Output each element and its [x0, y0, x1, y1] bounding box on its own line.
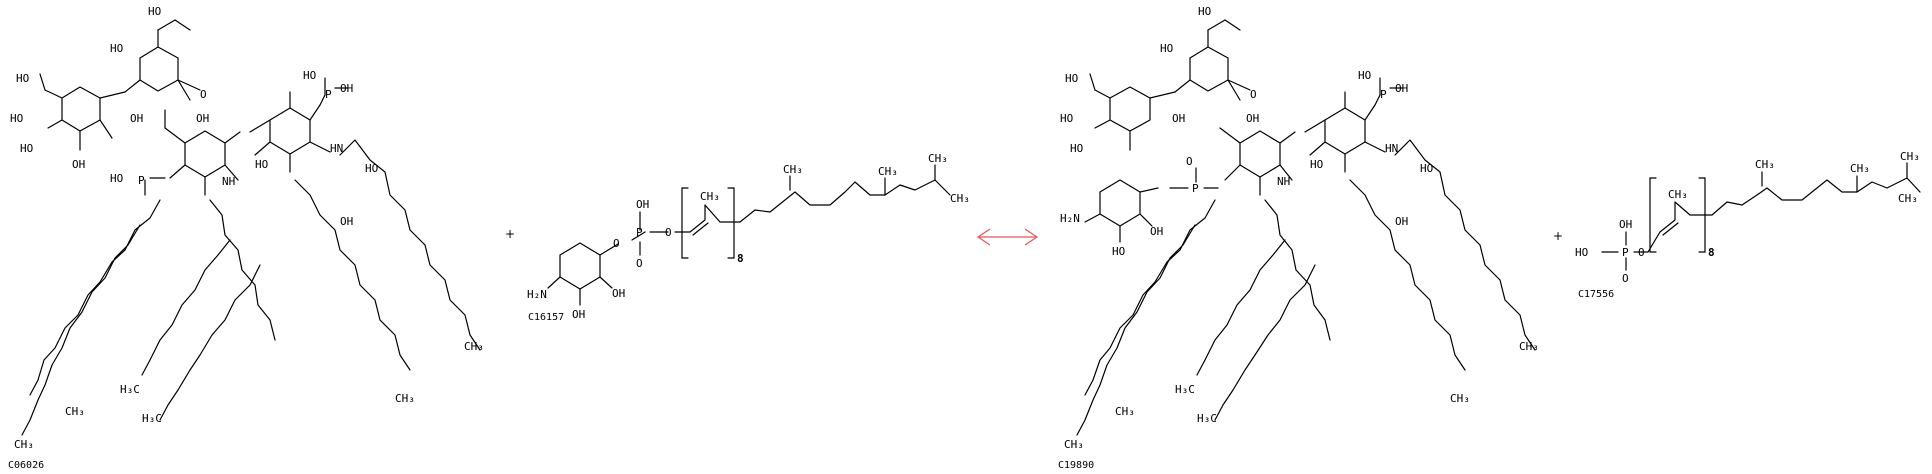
label-p: P: [1192, 182, 1199, 195]
label-ho: HO: [16, 72, 29, 85]
plus-sign: +: [505, 227, 515, 241]
label-p: P: [1622, 246, 1629, 259]
label-h3c: H₃C: [120, 383, 140, 396]
label-o: O: [636, 257, 643, 270]
label-hn: HN: [330, 142, 343, 155]
label-ho: HO: [1420, 162, 1433, 175]
label-ch3: CH₃: [1115, 405, 1135, 418]
label-ch3: CH₃: [1755, 158, 1775, 171]
labels-c19890: HO HO HO HO HO O OH OH O P H₂N HO OH HO …: [1060, 5, 1539, 451]
label-ch3: CH₃: [700, 190, 720, 203]
label-ho: HO: [110, 42, 123, 55]
compound-id-c06026: C06026: [8, 460, 44, 471]
label-ch3: CH₃: [14, 438, 34, 451]
label-o: O: [1250, 88, 1257, 101]
structure-c19890: [1076, 19, 1536, 436]
label-ho: HO: [1060, 112, 1073, 125]
label-ho: HO: [1358, 69, 1371, 82]
label-ho: HO: [148, 5, 161, 18]
label-oh: OH: [1395, 215, 1408, 228]
label-h3c: H₃C: [1197, 412, 1217, 425]
label-h3c: H₃C: [1175, 383, 1195, 396]
label-oh: OH: [612, 287, 625, 300]
label-ho: HO: [303, 69, 316, 82]
label-ho: HO: [1070, 142, 1083, 155]
compound-id-c16157: C16157: [528, 312, 564, 323]
label-oh: OH: [196, 112, 209, 125]
label-ch3: CH₃: [928, 152, 948, 165]
label-ch3: CH₃: [1898, 192, 1918, 205]
label-o: O: [1186, 155, 1193, 168]
label-ho: HO: [1310, 158, 1323, 171]
label-ch3: CH₃: [1519, 340, 1539, 353]
reversible-arrow: [976, 228, 1039, 246]
label-p: P: [325, 88, 332, 101]
label-ch3: CH₃: [1450, 392, 1470, 405]
label-oh: OH: [340, 82, 353, 95]
label-ch3: CH₃: [1668, 188, 1688, 201]
repeat-count: 8: [737, 252, 744, 265]
plus-sign: +: [1553, 229, 1563, 243]
label-p: P: [1380, 88, 1387, 101]
label-oh: OH: [1150, 225, 1163, 238]
label-oh: OH: [636, 198, 649, 211]
label-nh: NH: [222, 175, 235, 188]
label-ho: HO: [1160, 42, 1173, 55]
label-oh: OH: [1619, 218, 1632, 231]
label-oh: OH: [340, 215, 353, 228]
label-ho: HO: [110, 172, 123, 185]
compound-id-c19890: C19890: [1058, 460, 1094, 471]
structure-c16157: [547, 164, 951, 306]
label-o: O: [1638, 246, 1645, 259]
label-ho: HO: [10, 112, 23, 125]
repeat-count: 8: [1708, 246, 1715, 259]
structure-c06026: [21, 19, 481, 436]
label-oh: OH: [72, 158, 85, 171]
label-ch3: CH₃: [950, 192, 970, 205]
label-ch3: CH₃: [65, 405, 85, 418]
label-ch3: CH₃: [1900, 150, 1920, 163]
label-ho: HO: [1575, 246, 1588, 259]
label-ch3: CH₃: [1850, 162, 1870, 175]
label-ho: HO: [255, 158, 268, 171]
label-ch3: CH₃: [878, 165, 898, 178]
label-ho: HO: [1065, 72, 1078, 85]
label-ch3: CH₃: [783, 163, 803, 176]
label-ch3: CH₃: [1064, 438, 1084, 451]
label-oh: OH: [1246, 112, 1259, 125]
label-h2n: H₂N: [527, 288, 547, 301]
label-ch3: CH₃: [464, 340, 484, 353]
label-h3c: H₃C: [142, 412, 162, 425]
label-o: O: [200, 88, 207, 101]
label-o: O: [665, 226, 672, 239]
label-ch3: CH₃: [395, 392, 415, 405]
label-oh: OH: [572, 308, 585, 321]
label-ho: HO: [1112, 245, 1125, 258]
label-p: P: [636, 226, 643, 239]
labels-c17556: HO P OH O O CH₃ 8 CH₃ CH₃ CH₃ CH₃: [1575, 150, 1920, 285]
label-ho: HO: [20, 142, 33, 155]
label-hn: HN: [1385, 142, 1398, 155]
label-ho: HO: [365, 162, 378, 175]
label-h2n: H₂N: [1060, 212, 1080, 225]
label-oh: OH: [130, 112, 143, 125]
labels-c06026: HO HO HO HO HO OH OH O OH HO P OH HO P N…: [10, 5, 484, 451]
compound-id-c17556: C17556: [1578, 289, 1614, 300]
label-ho: HO: [1198, 5, 1211, 18]
structure-c17556: [1601, 162, 1921, 271]
label-p: P: [138, 174, 145, 187]
label-o: O: [1622, 272, 1629, 285]
label-oh: OH: [1172, 112, 1185, 125]
label-oh: OH: [1395, 82, 1408, 95]
label-o: O: [613, 237, 620, 250]
labels-c16157: O OH P O O H₂N OH OH CH₃ 8 CH₃ CH₃ CH₃ C…: [527, 152, 970, 321]
label-nh: NH: [1277, 175, 1290, 188]
